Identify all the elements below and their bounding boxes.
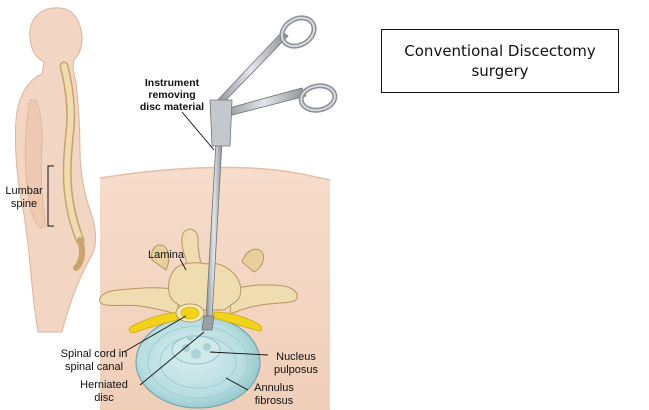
label-spinal-cord-line1: Spinal cord in (61, 348, 128, 360)
body-silhouette (14, 7, 97, 333)
vertebra (99, 228, 298, 315)
lamina-bone (168, 262, 242, 311)
label-annulus-line1: Annulus (254, 382, 294, 394)
labels: Instrument removing disc material Lumbar… (5, 77, 318, 407)
label-lamina: Lamina (148, 249, 185, 261)
title-text: Conventional Discectomy surgery (404, 42, 596, 80)
leader-lines (123, 111, 269, 391)
facet-left (151, 244, 170, 271)
nerve-left (128, 311, 185, 333)
label-instrument-line1: Instrument (145, 77, 200, 89)
title-box: Conventional Discectomy surgery (381, 29, 619, 93)
instrument-joint (209, 99, 233, 147)
label-nucleus-line2: pulposus (274, 364, 319, 376)
label-herniated-line2: disc (94, 392, 114, 404)
label-nucleus-line1: Nucleus (276, 351, 316, 363)
label-lumbar-line1: Lumbar (5, 185, 43, 197)
label-spinal-cord-line2: spinal canal (65, 361, 123, 373)
instrument-arm-lower (221, 87, 307, 117)
arm-silhouette (24, 99, 47, 229)
label-annulus-line2: fibrosus (255, 395, 294, 407)
label-lumbar-line2: spine (11, 198, 37, 210)
label-instrument-line3: disc material (140, 101, 204, 113)
facet-right (241, 248, 265, 273)
skin-surface-line (99, 166, 331, 181)
nerve-roots (128, 303, 262, 333)
label-instrument-line2: removing (148, 89, 195, 101)
human-body-figure (14, 7, 97, 333)
spine-column (59, 61, 86, 271)
intervertebral-disc (135, 315, 261, 409)
instrument-arm-upper (213, 31, 289, 105)
lumbar-bracket (47, 165, 54, 227)
label-herniated-line1: Herniated (80, 379, 128, 391)
instrument-tip (201, 315, 215, 331)
transverse-process-right (229, 284, 298, 315)
surgical-instrument[interactable] (201, 12, 338, 331)
finger-ring-lower (298, 83, 338, 113)
transverse-process-left (99, 287, 179, 315)
nerve-right (213, 311, 262, 331)
